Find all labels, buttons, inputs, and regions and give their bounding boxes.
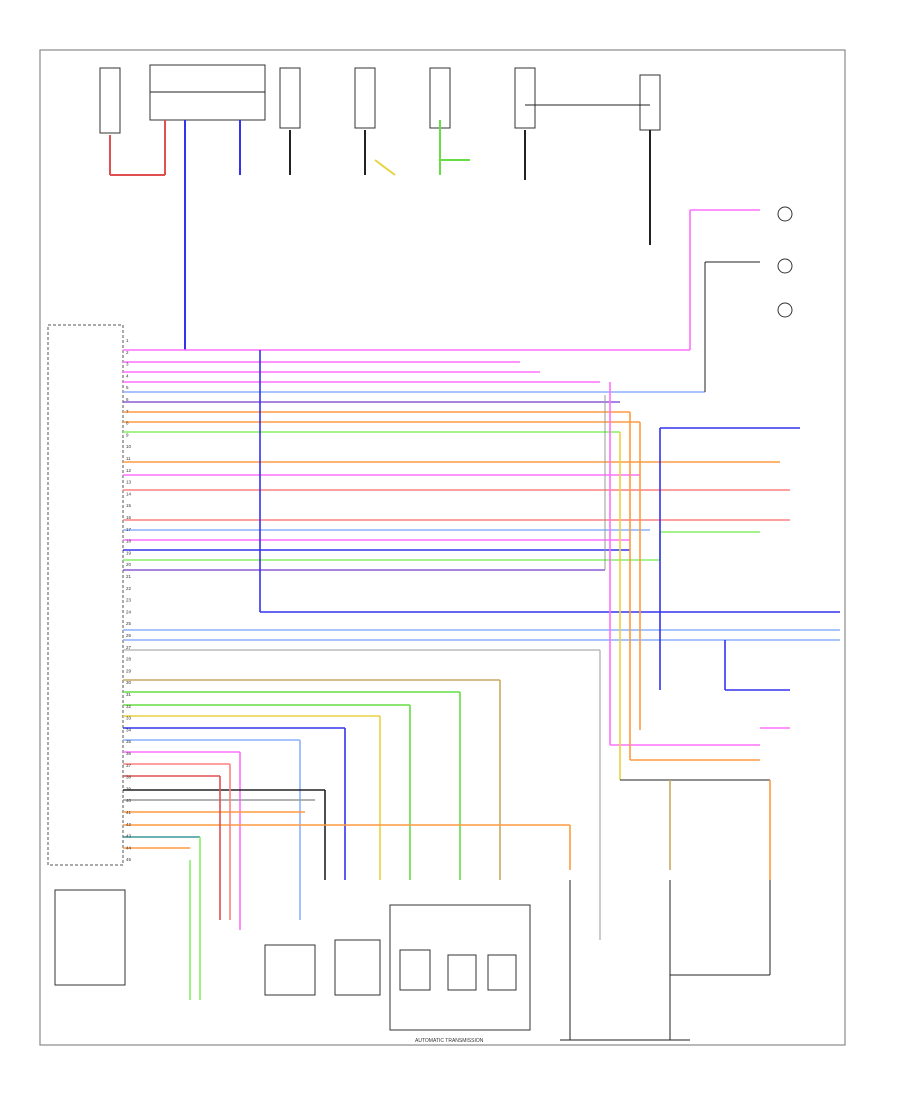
ecu-pin-number: 23	[126, 598, 132, 603]
ecu-pin-labels: 1234567891011121314151617181920212223242…	[126, 338, 132, 862]
ecu-pin-number: 34	[126, 727, 132, 732]
ecu-pin-number: 28	[126, 657, 132, 662]
ecu-pin-number: 21	[126, 574, 132, 579]
fuse-block-6	[639, 74, 661, 131]
bottom-components	[54, 206, 793, 1041]
ecu-pin-number: 19	[126, 550, 132, 555]
ecu-pin-number: 1	[126, 338, 129, 343]
ecu-pin-number: 30	[126, 680, 132, 685]
right-wires	[609, 382, 790, 880]
ecu-pin-number: 29	[126, 668, 132, 673]
automatic-transmission-box	[389, 904, 531, 1031]
ecu-pin-number: 6	[126, 397, 129, 402]
ecu-pin-number: 10	[126, 444, 132, 449]
ecu-pin-number: 9	[126, 432, 129, 437]
ecu-pin-number: 14	[126, 491, 132, 496]
fuse-block-4	[429, 67, 451, 129]
ecu-pin-number: 17	[126, 527, 132, 532]
ecu-pin-number: 31	[126, 692, 132, 697]
diagram-frame	[39, 49, 846, 1046]
indicator-lamp-3	[777, 302, 793, 318]
fuse-block-1	[99, 67, 121, 134]
pressure-control-solenoid	[399, 949, 431, 991]
ecu-pin-number: 2	[126, 350, 129, 355]
output-speed-sensor	[334, 939, 381, 996]
ecu-pin-number: 4	[126, 373, 129, 378]
ecu-pin-number: 37	[126, 763, 132, 768]
ecu-pin-number: 11	[126, 456, 131, 461]
ecu-pin-number: 12	[126, 468, 132, 473]
top-wires	[109, 104, 651, 350]
transmission-range-switch	[54, 889, 126, 986]
ecu-pin-number: 18	[126, 539, 132, 544]
ecu-pin-number: 13	[126, 480, 132, 485]
ecu-pin-number: 5	[126, 385, 129, 390]
ecu-pin-number: 35	[126, 739, 132, 744]
ecu-pin-number: 42	[126, 822, 132, 827]
ecu-pin-number: 33	[126, 716, 132, 721]
ecu-pin-number: 43	[126, 834, 132, 839]
shift-solenoid-b	[487, 954, 517, 991]
fuse-block-2	[279, 67, 301, 129]
ecu-pin-number: 20	[126, 562, 132, 567]
indicator-lamp-1	[777, 206, 793, 222]
footer-center-label: AUTOMATIC TRANSMISSION	[415, 1038, 484, 1044]
fuse-block-5	[514, 67, 536, 129]
ecu-connector	[47, 324, 124, 866]
ecu-pin-number: 38	[126, 775, 132, 780]
ecu-pin-number: 40	[126, 798, 132, 803]
ecu-pin-number: 8	[126, 421, 129, 426]
ecu-pin-number: 24	[126, 609, 132, 614]
bottom-wires	[123, 679, 571, 1000]
ecu-pin-number: 15	[126, 503, 132, 508]
indicator-lamp-2	[777, 258, 793, 274]
ecu-pin-number: 32	[126, 704, 132, 709]
harness-wires	[123, 209, 840, 940]
ecu-pin-number: 25	[126, 621, 132, 626]
ecu-pin-number: 27	[126, 645, 132, 650]
input-speed-sensor	[264, 944, 316, 996]
ecu-pin-number: 41	[126, 810, 132, 815]
ecu-pin-number: 45	[126, 857, 132, 862]
fuse-block-3	[354, 67, 376, 129]
ecu-pin-number: 3	[126, 362, 129, 367]
ecu-pin-number: 44	[126, 845, 132, 850]
ecu-pin-number: 7	[126, 409, 129, 414]
ecu-pin-number: 22	[126, 586, 132, 591]
ecu-pin-number: 26	[126, 633, 132, 638]
ecu-pin-number: 36	[126, 751, 132, 756]
shift-solenoid-a	[447, 954, 477, 991]
ecu-pin-number: 16	[126, 515, 132, 520]
ecu-pin-number: 39	[126, 786, 132, 791]
